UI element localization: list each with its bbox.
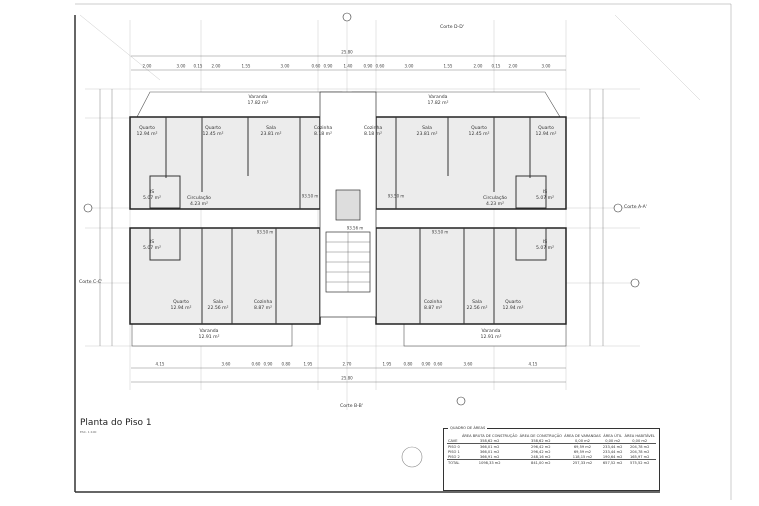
dimension: 0.90: [263, 361, 273, 367]
dimension: 1.95: [382, 361, 392, 367]
dimension: 1.95: [303, 361, 313, 367]
dimension: 3.60: [221, 361, 231, 367]
dimension: 3.00: [176, 63, 186, 69]
dimension: 3.00: [404, 63, 414, 69]
level-marker: 93.50 m: [256, 229, 274, 235]
overall-dimension-top: 25.80: [341, 49, 353, 55]
level-marker: 93.50 m: [431, 229, 449, 235]
dimension: 2.00: [142, 63, 152, 69]
level-marker: 93.50 m: [387, 193, 405, 199]
header-cell: ÁREA HABITÁVEL: [624, 433, 655, 438]
dimension: 2.00: [211, 63, 221, 69]
dimension: 0.80: [403, 361, 413, 367]
dimension: 3.00: [280, 63, 290, 69]
dimension: 3.60: [463, 361, 473, 367]
areas-table: QUADRO DE ÁREAS ÁREA BRUTA DE CONSTRUÇÃO…: [443, 426, 660, 491]
dimension: 4.15: [528, 361, 538, 367]
dimension: 0.90: [323, 63, 333, 69]
table-header-row: ÁREA BRUTA DE CONSTRUÇÃO ÁREA DE CONSTRU…: [447, 433, 656, 438]
dimension: 1.55: [241, 63, 251, 69]
dimension: 0.80: [281, 361, 291, 367]
dimension: 0.90: [421, 361, 431, 367]
drawing-scale: ESC. 1:100: [80, 430, 97, 434]
dimension: 0.15: [193, 63, 203, 69]
overall-dimension-bottom: 25.80: [341, 375, 353, 381]
section-label-aa: Corte A-A': [624, 205, 647, 210]
dimension: 3.00: [541, 63, 551, 69]
level-marker: 93.56 m: [346, 225, 364, 231]
dimension: 1.40: [343, 63, 353, 69]
section-label-cc: Corte C-C': [79, 280, 103, 285]
dimension: 2.70: [342, 361, 352, 367]
dimension: 0.60: [311, 63, 321, 69]
dimension: 0.60: [433, 361, 443, 367]
header-cell: ÁREA DE VARANDAS: [564, 433, 601, 438]
header-cell: ÁREA BRUTA DE CONSTRUÇÃO: [461, 433, 518, 438]
dimension: 0.60: [251, 361, 261, 367]
dimension: 2.00: [508, 63, 518, 69]
dimension: 2.00: [473, 63, 483, 69]
dimension: 1.55: [443, 63, 453, 69]
dimension: 0.15: [491, 63, 501, 69]
dimension: 0.60: [375, 63, 385, 69]
section-label-dd: Corte D-D': [440, 25, 464, 30]
areas-table-title: QUADRO DE ÁREAS: [448, 426, 488, 430]
header-cell: ÁREA DE CONSTRUÇÃO: [519, 433, 562, 438]
level-marker: 93.50 m: [301, 193, 319, 199]
drawing-title: Planta do Piso 1: [80, 418, 152, 428]
header-cell: ÁREA ÚTIL: [603, 433, 623, 438]
dimension: 0.90: [363, 63, 373, 69]
dimension: 4.15: [155, 361, 165, 367]
section-label-bb: Corte B-B': [340, 404, 364, 409]
